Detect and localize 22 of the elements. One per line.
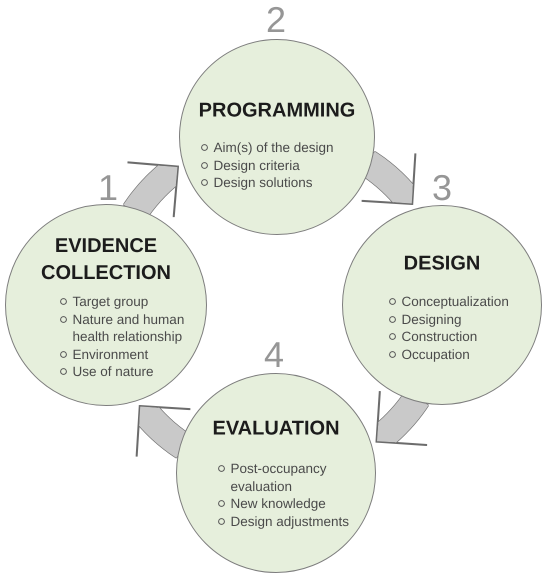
list-item: Use of nature <box>72 363 154 380</box>
node-title: EVALUATION <box>212 416 340 442</box>
list-item: Designing <box>402 310 462 328</box>
node-title: PROGRAMMING <box>198 98 356 124</box>
list-item: Post-occupancy evaluation <box>230 460 328 495</box>
list-item: Construction <box>402 328 478 346</box>
step-number: 3 <box>432 170 452 206</box>
list-item: Nature and human health relationship <box>72 310 186 346</box>
step-number: 1 <box>98 170 118 206</box>
list-item: Design criteria <box>214 156 300 174</box>
list-item: Aim(s) of the design <box>214 139 334 156</box>
step-number: 4 <box>264 337 284 373</box>
list-item: Target group <box>72 293 148 310</box>
node-title: DESIGN <box>404 252 480 276</box>
list-item: Design solutions <box>214 174 313 192</box>
list-item: New knowledge <box>230 495 326 512</box>
list-item: Design adjustments <box>230 512 350 530</box>
step-number: 2 <box>266 2 286 38</box>
list-item: Conceptualization <box>402 293 509 310</box>
list-item: Occupation <box>402 346 470 363</box>
node-title: EVIDENCE COLLECTION <box>40 234 172 286</box>
list-item: Environment <box>72 346 148 363</box>
